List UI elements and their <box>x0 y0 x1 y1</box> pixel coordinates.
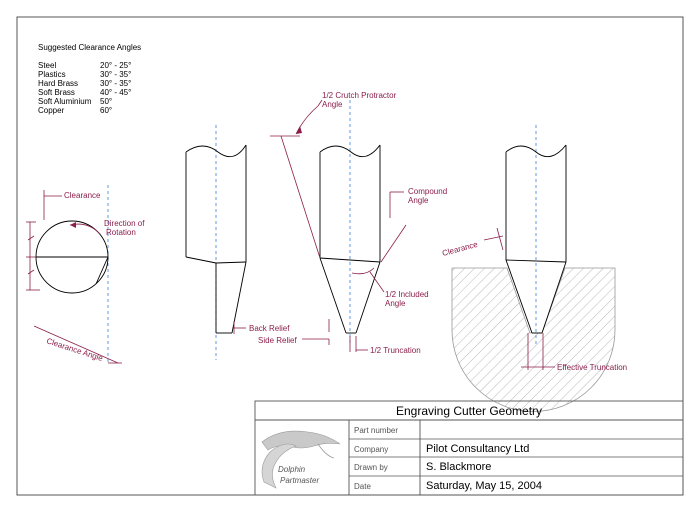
right-view-shoulder <box>505 259 567 263</box>
compound-label-1: Compound <box>408 187 447 196</box>
angle-copper: 60° <box>100 106 112 115</box>
right-view-right-flank <box>541 261 567 334</box>
right-view-shank-top <box>505 144 567 158</box>
side-view-shank-top <box>185 144 247 158</box>
dolphin-upper-shape <box>261 430 341 451</box>
company-label: Company <box>354 445 388 454</box>
right-clearance-label: Clearance <box>441 240 479 258</box>
material-plastics: Plastics <box>38 70 66 79</box>
workpiece-hatch <box>451 267 616 412</box>
dolphin-tail <box>317 443 335 459</box>
side-view-step <box>185 256 217 264</box>
part-number-label: Part number <box>354 426 398 435</box>
material-steel: Steel <box>38 61 56 70</box>
material-soft-aluminium: Soft Aluminium <box>38 97 92 106</box>
compound-label-2: Angle <box>408 196 429 205</box>
material-hard-brass: Hard Brass <box>38 79 78 88</box>
side-view-relief: Back Relief <box>185 125 290 360</box>
drawn-by-value: S. Blackmore <box>426 461 491 473</box>
clearance-label: Clearance <box>64 191 101 200</box>
side-view-shoulder <box>215 261 247 264</box>
angle-soft-brass: 40° - 45° <box>100 88 131 97</box>
direction-label: Direction of <box>104 219 145 228</box>
material-copper: Copper <box>38 106 65 115</box>
date-value: Saturday, May 15, 2004 <box>426 480 542 492</box>
clearance-angle-leader <box>33 325 119 364</box>
crutch-label-2: Angle <box>322 100 343 109</box>
effective-truncation-label: Effective Truncation <box>557 363 627 372</box>
right-clearance-leader <box>483 235 504 241</box>
dolphin-lower-shape <box>261 443 297 489</box>
cross-section-view: Clearance Direction of Rotation Clearanc… <box>26 185 145 364</box>
right-view-effective-truncation: Clearance Effective Truncation <box>441 125 627 412</box>
date-label: Date <box>354 482 371 491</box>
section-dim-slash-2 <box>27 269 35 275</box>
clearance-table-title: Suggested Clearance Angles <box>38 43 141 52</box>
company-value: Pilot Consultancy Ltd <box>426 443 529 455</box>
rotation-label: Rotation <box>106 228 136 237</box>
title-block: Engraving Cutter Geometry Part number Co… <box>254 400 684 496</box>
angle-soft-aluminium: 50° <box>100 97 112 106</box>
section-clearance-face <box>95 256 109 285</box>
clearance-angle-table: Suggested Clearance Angles Steel 20° - 2… <box>38 43 141 115</box>
crutch-arrowhead <box>296 126 302 134</box>
angle-plastics: 30° - 35° <box>100 70 131 79</box>
angle-steel: 20° - 25° <box>100 61 131 70</box>
middle-view-shank-top <box>319 144 381 158</box>
included-leader <box>369 271 385 293</box>
title-block-frame <box>254 400 684 496</box>
side-relief-label: Side Relief <box>258 336 297 345</box>
right-clearance-tick <box>496 227 504 251</box>
middle-view-left-flank <box>319 257 347 334</box>
compound-angle-line <box>380 224 407 263</box>
angle-hard-brass: 30° - 35° <box>100 79 131 88</box>
crutch-label-1: 1/2 Crutch Protractor <box>322 91 397 100</box>
crutch-leader <box>317 99 323 107</box>
included-angle-arc <box>351 267 375 275</box>
clearance-angle-label: Clearance Angle <box>45 336 104 363</box>
truncation-label: 1/2 Truncation <box>370 346 421 355</box>
logo-text-dolphin: Dolphin <box>278 465 306 474</box>
material-soft-brass: Soft Brass <box>38 88 75 97</box>
crutch-protractor-line <box>280 135 321 259</box>
middle-view-right-flank <box>355 261 381 334</box>
included-label-2: Angle <box>385 299 406 308</box>
middle-view-angles: 1/2 Crutch Protractor Angle Compound Ang… <box>258 91 447 355</box>
drawing-title: Engraving Cutter Geometry <box>396 404 542 418</box>
back-relief-label: Back Relief <box>249 324 290 333</box>
rotation-arrowhead <box>70 222 76 228</box>
middle-view-shoulder <box>319 257 381 263</box>
logo-text-partmaster: Partmaster <box>280 476 319 485</box>
section-dim-slash-1 <box>27 235 35 241</box>
right-view-left-flank <box>505 259 533 334</box>
included-label-1: 1/2 Included <box>385 290 429 299</box>
drawn-by-label: Drawn by <box>354 463 388 472</box>
dolphin-logo-icon: Dolphin Partmaster <box>261 430 341 489</box>
